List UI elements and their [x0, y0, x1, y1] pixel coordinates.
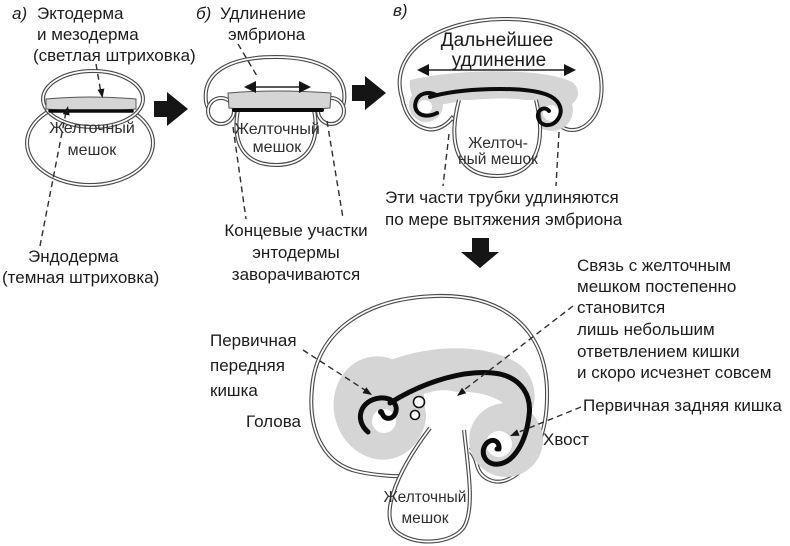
pointer-tube-left-dashed-line — [442, 133, 450, 187]
step-arrow-down — [461, 238, 499, 268]
hindgut-label: Первичная задняя кишка — [583, 396, 782, 415]
pointer-endoderm-dashed-line — [39, 111, 67, 247]
elongation-arrow-b-right-head — [299, 81, 311, 93]
yolk-sac-outline-final-inner — [388, 427, 471, 543]
pointer-fold-right-dashed-line — [326, 120, 344, 219]
embryo-stage-a: Желточный мешок — [25, 69, 155, 187]
elongation-arrow-c-right-head — [564, 64, 576, 76]
stage-b-label-line1: Удлинение — [220, 4, 306, 23]
endoderm-label-line2: (темная штриховка) — [2, 268, 159, 287]
head-fold-void-final — [372, 409, 396, 433]
embryo-stage-b: Желточный мешок — [203, 54, 347, 168]
yolk-note-line4: лишь небольшим — [577, 320, 715, 339]
stage-c-inner-label-line2: удлинение — [452, 50, 546, 71]
elongation-arrow-c-left-head — [417, 64, 429, 76]
foregut-label-line3: кишка — [210, 381, 258, 400]
gut-tube-c — [428, 87, 563, 128]
hindgut-tip-dot — [494, 446, 500, 452]
foregut-tube-c — [413, 91, 439, 118]
stage-a-marker: а) — [12, 4, 27, 23]
embryo-final-stage: Желточный мешок — [309, 293, 550, 544]
stage-b-caption-line2: энтодермы — [252, 243, 339, 262]
pointer-yolk-note-arrowhead — [457, 387, 467, 396]
yolk-label-c-line2: ный мешок — [458, 151, 538, 168]
pointer-yolk-note-dashed-line — [459, 305, 574, 394]
yolk-label-a-line2: мешок — [68, 142, 118, 159]
mesoderm-band-a — [45, 96, 137, 112]
yolk-label-final-line1: Желточный — [384, 489, 467, 506]
yolk-note-line2: мешком постепенно — [577, 277, 736, 296]
yolk-note-line5: ответвлением кишки — [577, 342, 740, 361]
yolk-note-line3: становится — [577, 298, 665, 317]
heart-vesicle-small-icon — [409, 409, 421, 421]
pointer-ectoderm-arrowhead — [97, 88, 105, 98]
mesoderm-band-b — [227, 90, 332, 111]
stage-b-label-line2: эмбриона — [228, 25, 306, 44]
foregut-label-line1: Первичная — [210, 331, 297, 350]
step-arrow-right-2 — [352, 76, 386, 110]
yolk-label-b-line1: Желточный — [234, 121, 320, 138]
stage-a-label-line3: (светлая штриховка) — [33, 46, 196, 65]
stage-c-inner-label-line1: Дальнейшее — [441, 30, 553, 51]
pointer-stage-b-dashed-line — [237, 43, 258, 77]
pointer-hindgut-dashed-line — [513, 406, 582, 435]
stage-a-label-line2: и мезодерма — [37, 25, 139, 44]
gut-tube-final — [387, 370, 532, 467]
yolk-sac-outline-b-inner — [235, 109, 317, 166]
head-fold-void-c — [418, 100, 432, 114]
foregut-tip-dot — [378, 409, 384, 415]
yolk-note-line1: Связь с желточным — [577, 256, 731, 275]
stage-c-marker: в) — [393, 1, 408, 20]
yolk-label-c-line1: Желточ- — [468, 135, 528, 152]
heart-vesicle-icon — [412, 395, 426, 409]
amnion-outline-a-inner — [42, 70, 144, 128]
stage-b-caption-line1: Концевые участки — [224, 221, 367, 240]
yolk-label-b-line2: мешок — [253, 139, 303, 156]
pointer-fold-left-dashed-line — [232, 126, 247, 220]
embryo-stage-c: Дальнейшее удлинение Желточ- ный мешок — [397, 16, 604, 179]
elongation-arrow-b-left-head — [244, 81, 256, 93]
stage-c-caption-line2: по мере вытяжения эмбриона — [385, 210, 623, 229]
pointer-endoderm-arrowhead — [62, 106, 70, 116]
step-arrow-right-1 — [154, 92, 188, 126]
stage-b-marker: б) — [196, 4, 211, 23]
pointer-foregut-arrowhead — [362, 387, 372, 395]
yolk-sac-outline-c-inner — [453, 99, 541, 177]
pointer-hindgut-arrowhead — [510, 429, 520, 436]
stage-b-caption-line3: заворачиваются — [232, 265, 360, 284]
pointer-foregut-dashed-line — [302, 349, 369, 393]
pointer-tube-right-dashed-line — [555, 131, 560, 187]
yolk-label-final-line2: мешок — [401, 510, 448, 527]
yolk-note-line6: и скоро исчезнет совсем — [577, 363, 771, 382]
foregut-label-line2: передняя — [210, 356, 285, 375]
tail-label: Хвост — [543, 430, 589, 449]
yolk-label-a-line1: Желточный — [49, 120, 135, 137]
stage-a-label-line1: Эктодерма — [37, 4, 124, 23]
endoderm-label-line1: Эндодерма — [28, 247, 119, 266]
head-label: Голова — [246, 412, 302, 431]
stage-c-caption-line1: Эти части трубки удлиняются — [385, 188, 619, 207]
pointer-ectoderm-dashed-line — [95, 63, 102, 94]
